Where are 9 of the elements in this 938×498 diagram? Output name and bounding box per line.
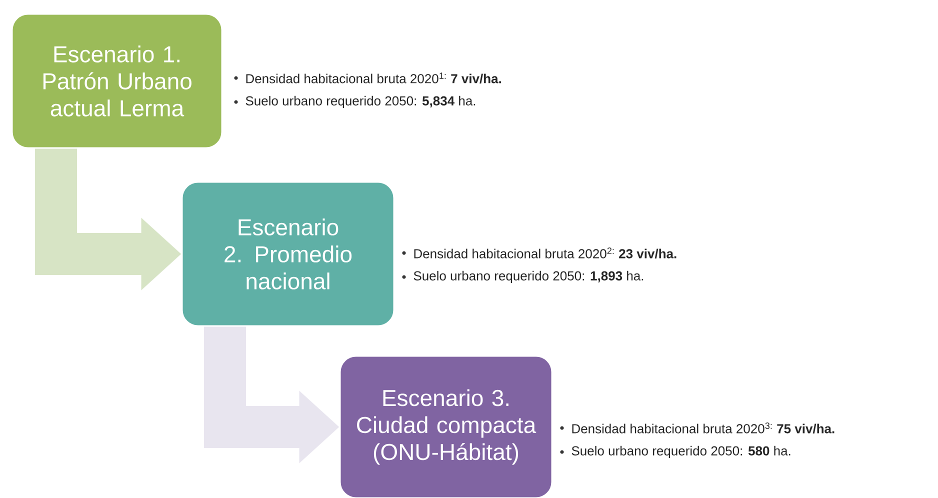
- scenario-note: Suelo urbano requerido 2050: 5,834 ha.: [246, 96, 476, 108]
- scenario-note: Suelo urbano requerido 2050: 580 ha.: [572, 446, 790, 458]
- scenario-note: Suelo urbano requerido 2050: 1,893 ha.: [414, 270, 644, 284]
- scenario-box: Escenario 3. Ciudad compacta (ONU-Hábitat): [339, 355, 553, 498]
- scenario-box: Escenario 2. Promedio nacional: [181, 181, 395, 327]
- scenario-note: Densidad habitacional bruta 2020$^{1:}$ 7 viv/ha.: [246, 72, 501, 84]
- scenario-note: Densidad habitacional bruta 2020$^{2:}$ 23 viv/ha.: [414, 248, 676, 258]
- scenario-box: Escenario 1. Patrón Urbano actual Lerma: [11, 13, 223, 149]
- scenario-note: Densidad habitacional bruta 2020$^{3:}$ 75 viv/ha.: [572, 422, 834, 434]
